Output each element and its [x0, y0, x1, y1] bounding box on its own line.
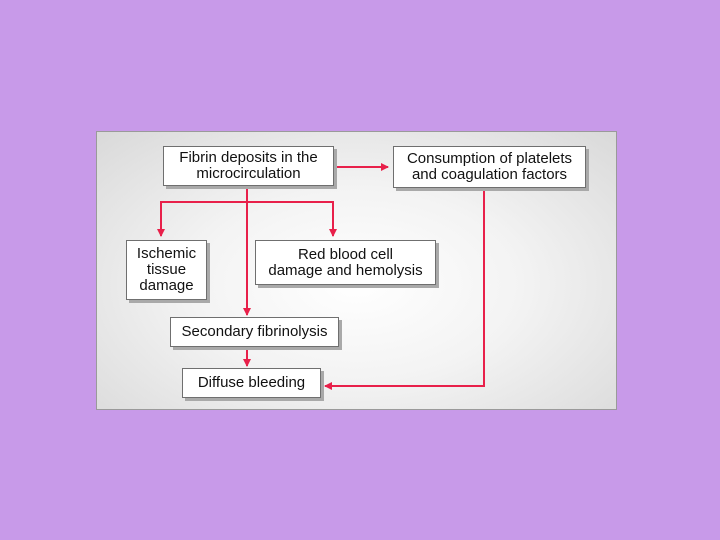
diagram-panel: Fibrin deposits in the microcirculation … — [96, 131, 617, 410]
node-fibrin-deposits: Fibrin deposits in the microcirculation — [163, 146, 334, 186]
arrow-fibrin-to-rbc — [247, 201, 337, 237]
node-consumption: Consumption of platelets and coagulation… — [393, 146, 586, 188]
arrow-fibrin-to-ischemic — [157, 186, 248, 237]
diagram-connectors — [157, 163, 485, 390]
arrow-consumption-to-bleeding — [324, 189, 485, 390]
node-rbc-damage: Red blood cell damage and hemolysis — [255, 240, 436, 285]
node-diffuse-bleeding: Diffuse bleeding — [182, 368, 321, 398]
node-secondary-fibrinolysis: Secondary fibrinolysis — [170, 317, 339, 347]
node-ischemic-damage: Ischemic tissue damage — [126, 240, 207, 300]
